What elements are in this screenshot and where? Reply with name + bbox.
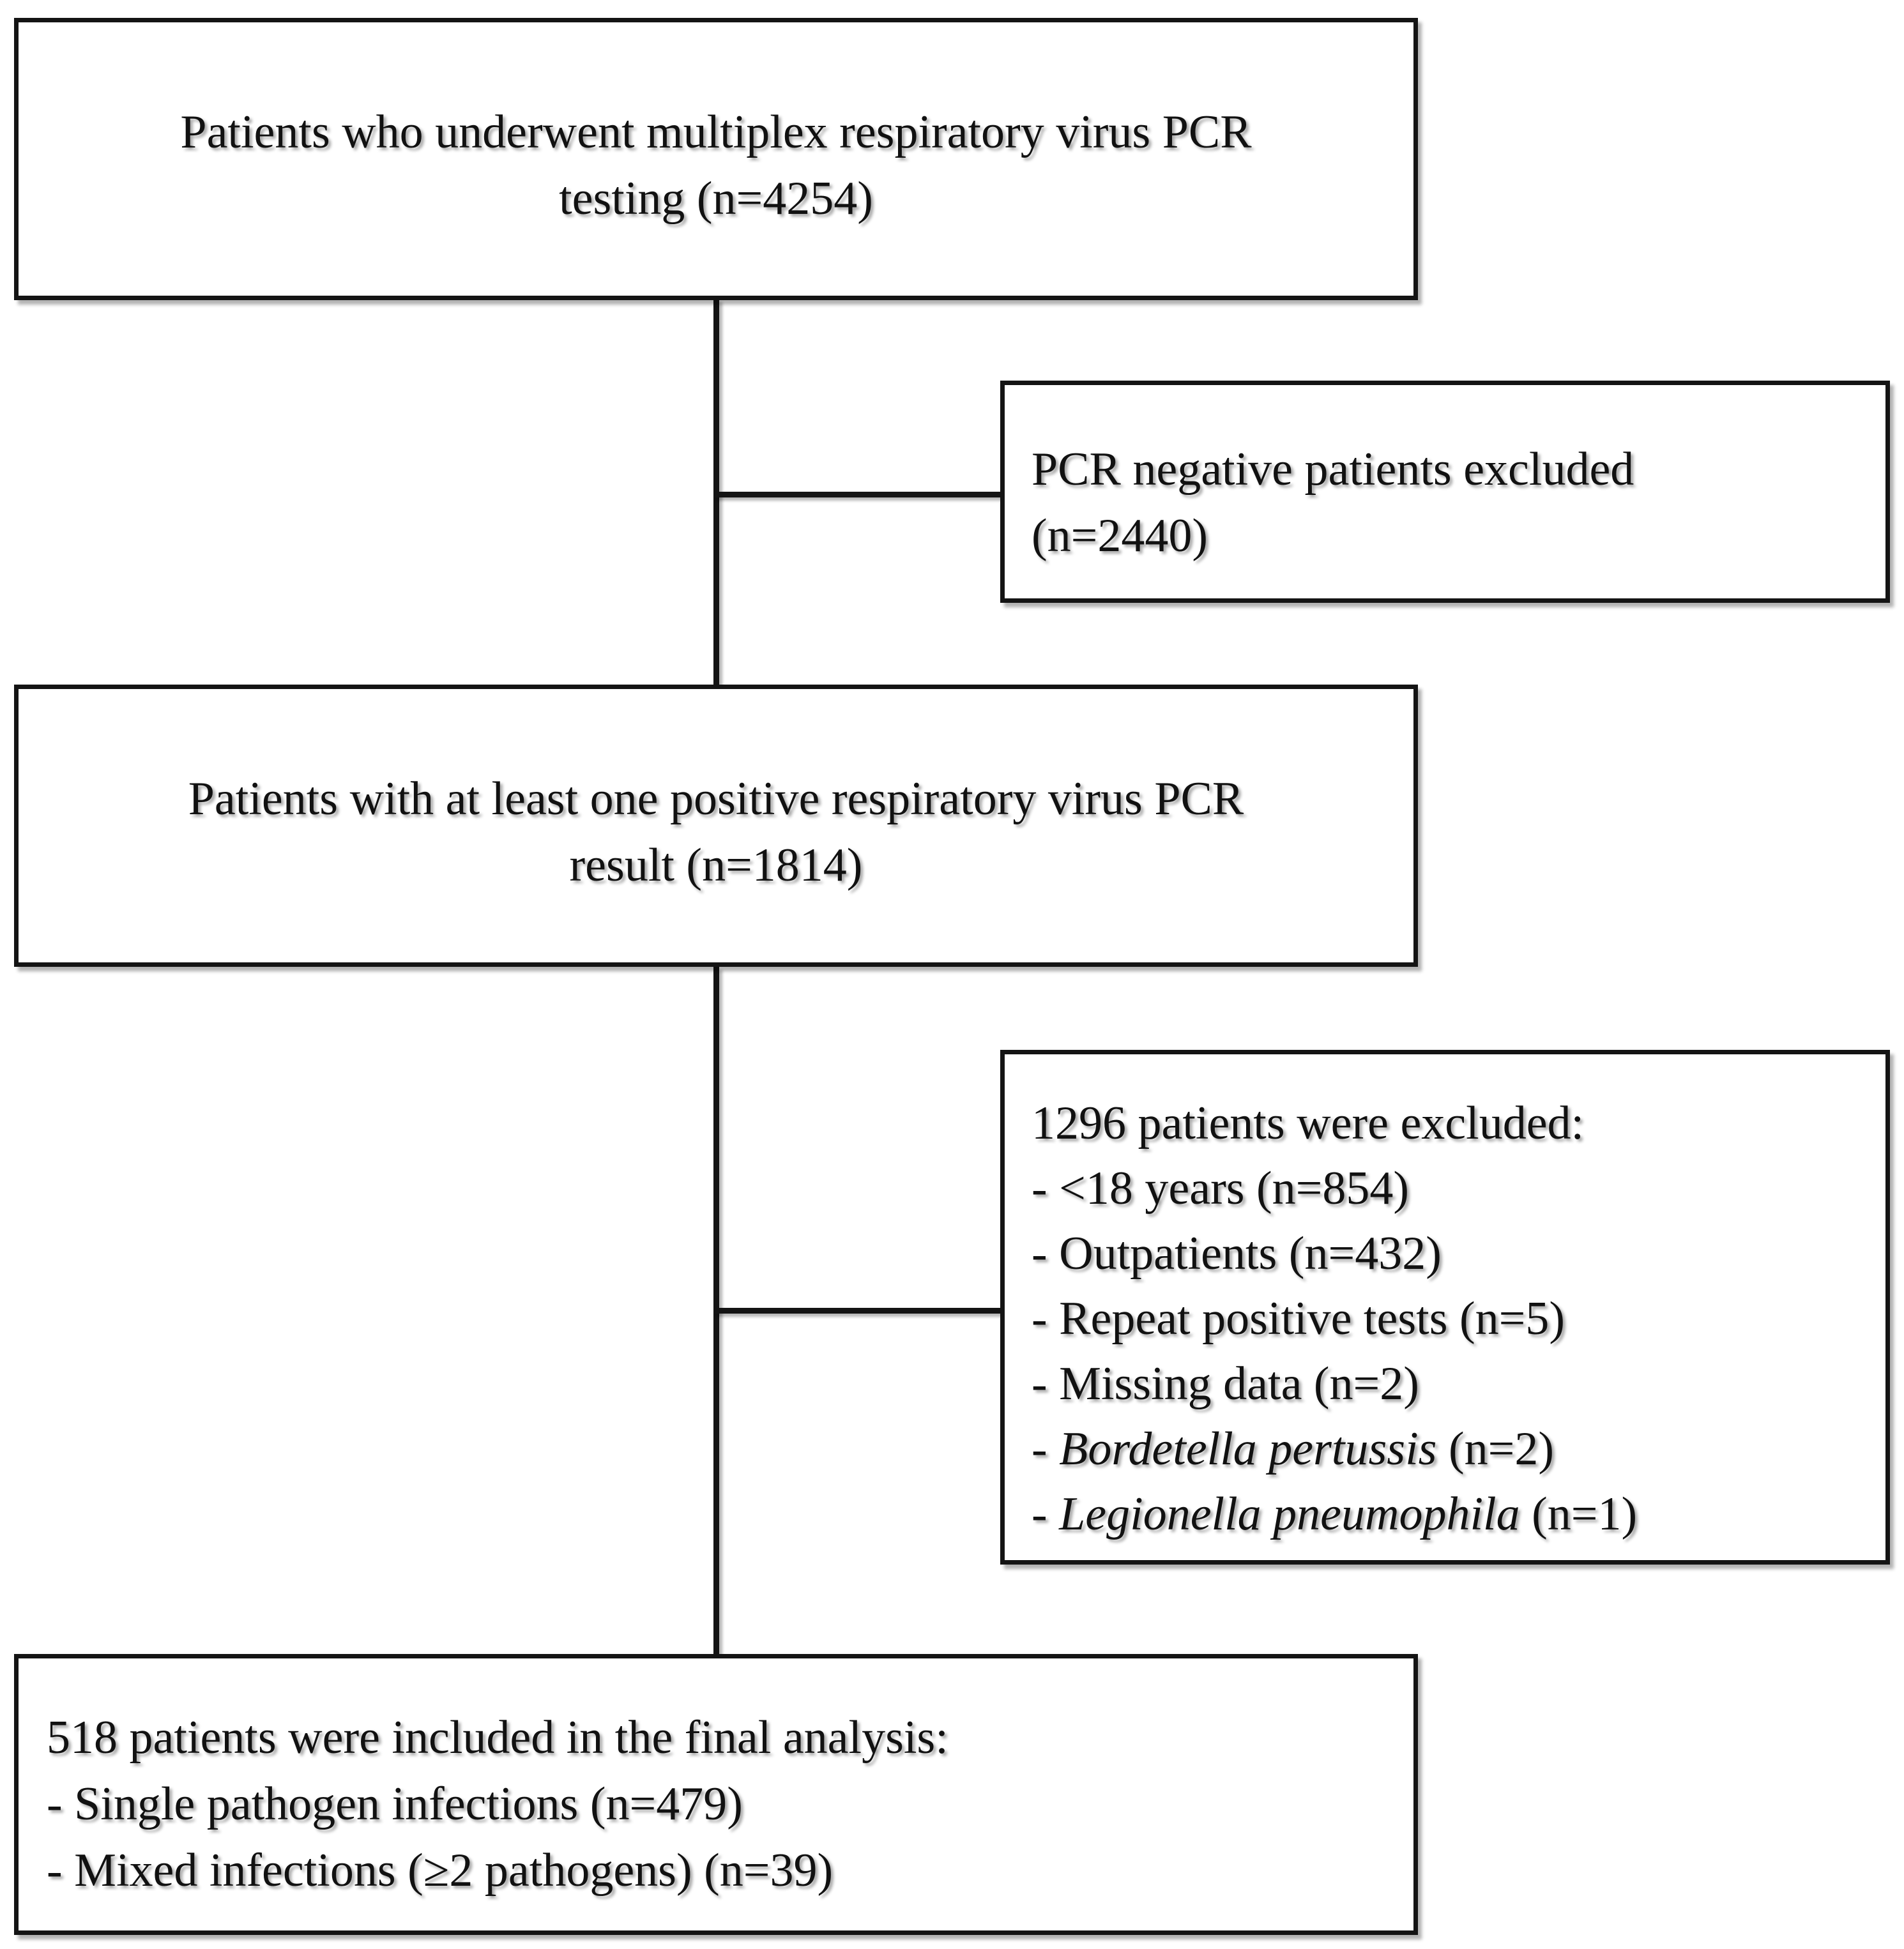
box-all-tested-line2: testing (n=4254) xyxy=(559,172,873,225)
box-positive-line2: result (n=1814) xyxy=(569,839,863,891)
final-item: - Mixed infections (≥2 pathogens) (n=39) xyxy=(47,1844,834,1897)
connector-branch-2 xyxy=(713,1308,1002,1314)
connector-branch-1 xyxy=(713,492,1002,497)
excluded-item: - <18 years (n=854) xyxy=(1032,1162,1410,1215)
box-all-tested: Patients who underwent multiplex respira… xyxy=(14,18,1418,300)
final-item: - Single pathogen infections (n=479) xyxy=(47,1778,743,1830)
excluded-item: - Repeat positive tests (n=5) xyxy=(1032,1293,1565,1345)
box-final-analysis: 518 patients were included in the final … xyxy=(14,1654,1418,1935)
excluded-item: - Outpatients (n=432) xyxy=(1032,1227,1442,1280)
excluded-heading: 1296 patients were excluded: xyxy=(1032,1097,1585,1149)
box-positive-line1: Patients with at least one positive resp… xyxy=(188,773,1244,825)
box-all-tested-line1: Patients who underwent multiplex respira… xyxy=(180,106,1252,158)
box-pcr-negative-line2: (n=2440) xyxy=(1032,510,1208,562)
box-excluded-criteria: 1296 patients were excluded: - <18 years… xyxy=(1000,1050,1890,1565)
box-pcr-negative-line1: PCR negative patients excluded xyxy=(1032,443,1634,496)
box-pcr-negative-excluded: PCR negative patients excluded (n=2440) xyxy=(1000,381,1890,603)
excluded-item: - Legionella pneumophila (n=1) xyxy=(1032,1488,1638,1540)
excluded-item: - Missing data (n=2) xyxy=(1032,1358,1419,1410)
final-heading: 518 patients were included in the final … xyxy=(47,1711,948,1764)
excluded-item: - Bordetella pertussis (n=2) xyxy=(1032,1423,1554,1475)
box-positive-patients: Patients with at least one positive resp… xyxy=(14,685,1418,967)
